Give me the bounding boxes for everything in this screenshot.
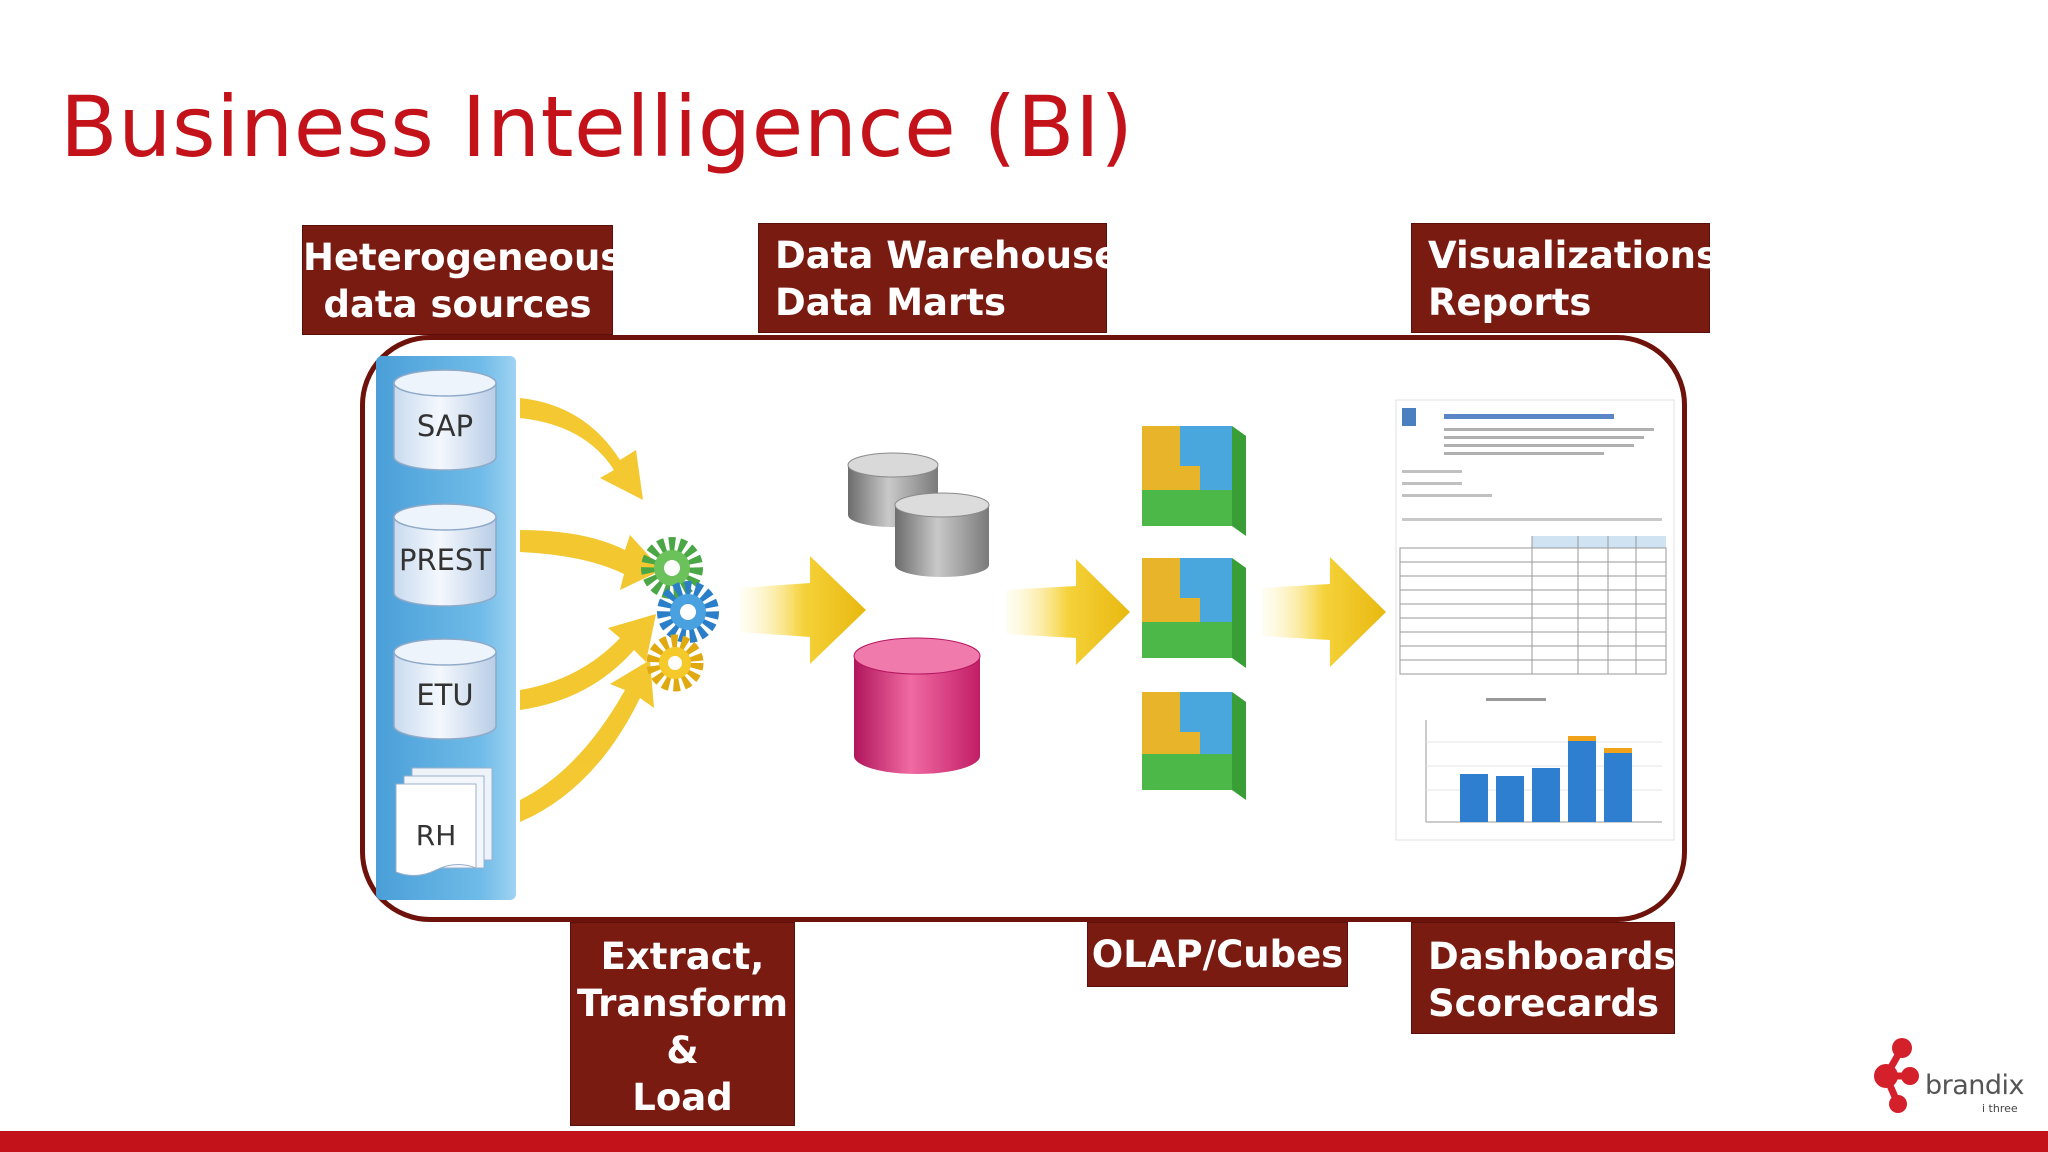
label-line: Transform	[576, 982, 789, 1025]
data-mart-grey-cylinder-front	[894, 492, 990, 577]
source-arrows	[520, 398, 662, 822]
arrow-etl-to-warehouse	[740, 556, 866, 664]
etl-gears-icon	[641, 537, 719, 692]
label-visualizations: Visualizations/ Reports	[1411, 223, 1732, 333]
rh-document-icon	[395, 767, 493, 876]
label-olap-cubes: OLAP/Cubes	[1087, 922, 1348, 987]
data-warehouse-pink-cylinder	[853, 637, 981, 774]
arrow-warehouse-to-olap	[1006, 559, 1130, 665]
label-heterogeneous-sources: Heterogeneous data sources	[302, 225, 623, 335]
brandix-logo-text: brandix	[1925, 1070, 2025, 1101]
data-sources-panel	[376, 356, 516, 900]
report-thumbnail-icon	[1395, 399, 1675, 841]
label-line: data sources	[323, 283, 592, 326]
label-line: Dashboards/	[1428, 935, 1690, 978]
sap-database-icon	[393, 369, 497, 471]
label-line: &	[666, 1029, 699, 1072]
label-line: Extract,	[600, 935, 765, 978]
label-line: Reports	[1428, 281, 1592, 324]
source-label-prest: PREST	[399, 543, 491, 577]
source-label-sap: SAP	[417, 409, 473, 443]
bottom-accent-bar	[0, 1131, 2048, 1152]
olap-cube-icon	[1142, 558, 1246, 668]
label-line: Heterogeneous	[303, 236, 623, 279]
prest-database-icon	[393, 503, 497, 607]
label-dashboards: Dashboards/ Scorecards	[1411, 922, 1690, 1034]
label-data-warehouse: Data Warehouse/ Data Marts	[758, 223, 1133, 333]
label-line: Visualizations/	[1428, 234, 1732, 277]
label-line: Data Warehouse/	[775, 234, 1133, 277]
label-line: Data Marts	[775, 281, 1006, 324]
source-label-rh: RH	[416, 819, 457, 852]
label-line: Load	[632, 1076, 733, 1119]
brandix-logo-mark	[1874, 1038, 1919, 1113]
brandix-logo-subtext: i three	[1982, 1102, 2018, 1115]
slide-title: Business Intelligence (BI)	[60, 78, 1134, 176]
label-extract-transform-load: Extract, Transform & Load	[570, 922, 795, 1126]
olap-cube-icon	[1142, 426, 1246, 536]
olap-cube-icon	[1142, 692, 1246, 800]
source-label-etu: ETU	[416, 678, 473, 712]
label-line: Scorecards	[1428, 982, 1659, 1025]
etu-database-icon	[393, 638, 497, 740]
arrow-olap-to-reports	[1262, 557, 1386, 667]
label-line: OLAP/Cubes	[1091, 933, 1344, 976]
